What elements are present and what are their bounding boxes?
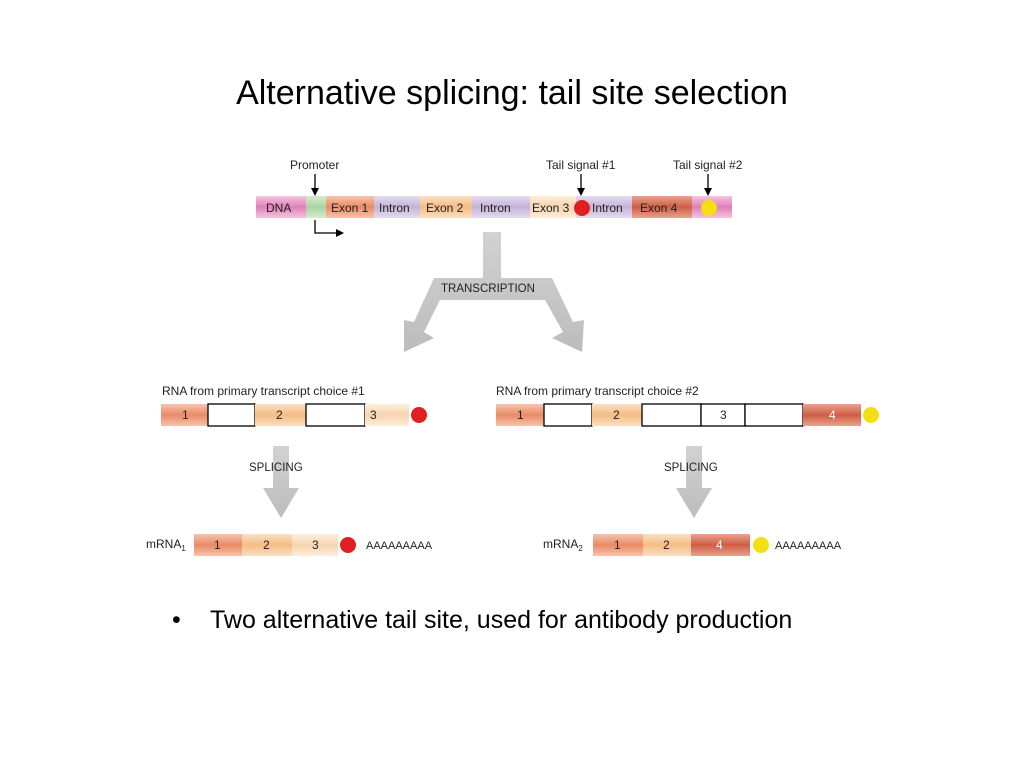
intron-2-label: Intron: [480, 201, 511, 215]
intron-3-label: Intron: [592, 201, 623, 215]
intron-3-region: [576, 196, 632, 218]
mrna2-tail-marker: [753, 537, 769, 553]
rna2-intron: [543, 403, 593, 427]
mrna1-transcript: 1 2 3: [194, 534, 356, 556]
mrna2-polya-tail: AAAAAAAAA: [775, 540, 842, 552]
exon-4-region: [632, 196, 692, 218]
tail-signal-1-label: Tail signal #1: [546, 158, 616, 172]
rna2-exon-3-label: 3: [720, 408, 727, 422]
rna1-intron: [305, 403, 366, 427]
promoter-region: [306, 196, 326, 218]
exon-1-region: [326, 196, 374, 218]
rna1-exon-2: [255, 404, 306, 426]
rna1-exon-2-label: 2: [276, 408, 283, 422]
intron-1-region: [374, 196, 420, 218]
tail-signal-1-pointer: [577, 174, 585, 196]
mrna1-exon-3: [292, 534, 338, 556]
splicing-arrow-right: [676, 446, 712, 518]
rna2-exon-1: [496, 404, 544, 426]
exon-4-label: Exon 4: [640, 201, 678, 215]
dna-region: [256, 196, 306, 218]
rna2-exon-1-label: 1: [517, 408, 524, 422]
rna2-exon-2: [592, 404, 642, 426]
mrna2-exon-1: [593, 534, 643, 556]
transcription-start-arrow: [314, 220, 344, 237]
bullet-point: • Two alternative tail site, used for ant…: [172, 606, 792, 635]
rna1-tail-signal-marker: [411, 407, 427, 423]
rna1-intron: [207, 403, 256, 427]
mrna1-exon-1: [194, 534, 242, 556]
transcription-split-arrow: [404, 232, 584, 352]
exon-3-label: Exon 3: [532, 201, 570, 215]
rna2-intron: [744, 403, 804, 427]
rna1-exon-1-label: 1: [182, 408, 189, 422]
transcription-label: TRANSCRIPTION: [441, 283, 535, 295]
mrna1-polya-tail: AAAAAAAAA: [366, 540, 433, 552]
mrna2-exon-4-label: 4: [716, 538, 723, 552]
mrna2-exon-4: [691, 534, 750, 556]
rna2-exon-4: [803, 404, 861, 426]
mrna1-label: mRNA1: [146, 537, 186, 553]
rna1-exon-1: [161, 404, 208, 426]
slide-title: Alternative splicing: tail site selectio…: [236, 74, 788, 112]
mrna1-exon-2: [242, 534, 292, 556]
exon-3-region: [530, 196, 576, 218]
rna2-intron: [641, 403, 702, 427]
rna-choice-2-label: RNA from primary transcript choice #2: [496, 384, 699, 398]
mrna2-label: mRNA2: [543, 537, 583, 553]
intron-1-label: Intron: [379, 201, 410, 215]
rna-choice-2-transcript: 1 2 3 4: [496, 403, 879, 427]
mrna1-exon-3-label: 3: [312, 538, 319, 552]
dna-label: DNA: [266, 201, 291, 215]
rna2-exon-2-label: 2: [613, 408, 620, 422]
bullet-text: Two alternative tail site, used for anti…: [210, 606, 793, 634]
intron-2-region: [472, 196, 530, 218]
promoter-label: Promoter: [290, 158, 339, 172]
mrna2-exon-2-label: 2: [663, 538, 670, 552]
mrna1-exon-1-label: 1: [214, 538, 221, 552]
mrna1-tail-marker: [340, 537, 356, 553]
mrna1-exon-2-label: 2: [263, 538, 270, 552]
splicing-arrow-left: [263, 446, 299, 518]
exon-2-region: [420, 196, 472, 218]
rna-choice-1-label: RNA from primary transcript choice #1: [162, 384, 365, 398]
tail-signal-2-pointer: [704, 174, 712, 196]
mrna2-transcript: 1 2 4: [593, 534, 769, 556]
exon-2-label: Exon 2: [426, 201, 464, 215]
mrna2-exon-1-label: 1: [614, 538, 621, 552]
rna2-exon-4-label: 4: [829, 408, 836, 422]
mrna2-exon-2: [643, 534, 691, 556]
rna-choice-1-transcript: 1 2 3: [161, 403, 427, 427]
rna1-exon-3: [365, 404, 409, 426]
splicing-label-left: SPLICING: [249, 462, 303, 474]
promoter-pointer-arrow: [311, 174, 319, 196]
rna1-exon-3-label: 3: [370, 408, 377, 422]
tail-signal-1-marker: [574, 200, 590, 216]
dna-strand: DNA Exon 1 Intron Exon 2 Intron Exon 3 I…: [256, 196, 732, 218]
splicing-label-right: SPLICING: [664, 462, 718, 474]
exon-1-label: Exon 1: [331, 201, 369, 215]
bullet-dot-icon: •: [172, 606, 181, 634]
tail-signal-2-marker: [701, 200, 717, 216]
tail-signal-2-label: Tail signal #2: [673, 158, 743, 172]
rna2-tail-signal-marker: [863, 407, 879, 423]
